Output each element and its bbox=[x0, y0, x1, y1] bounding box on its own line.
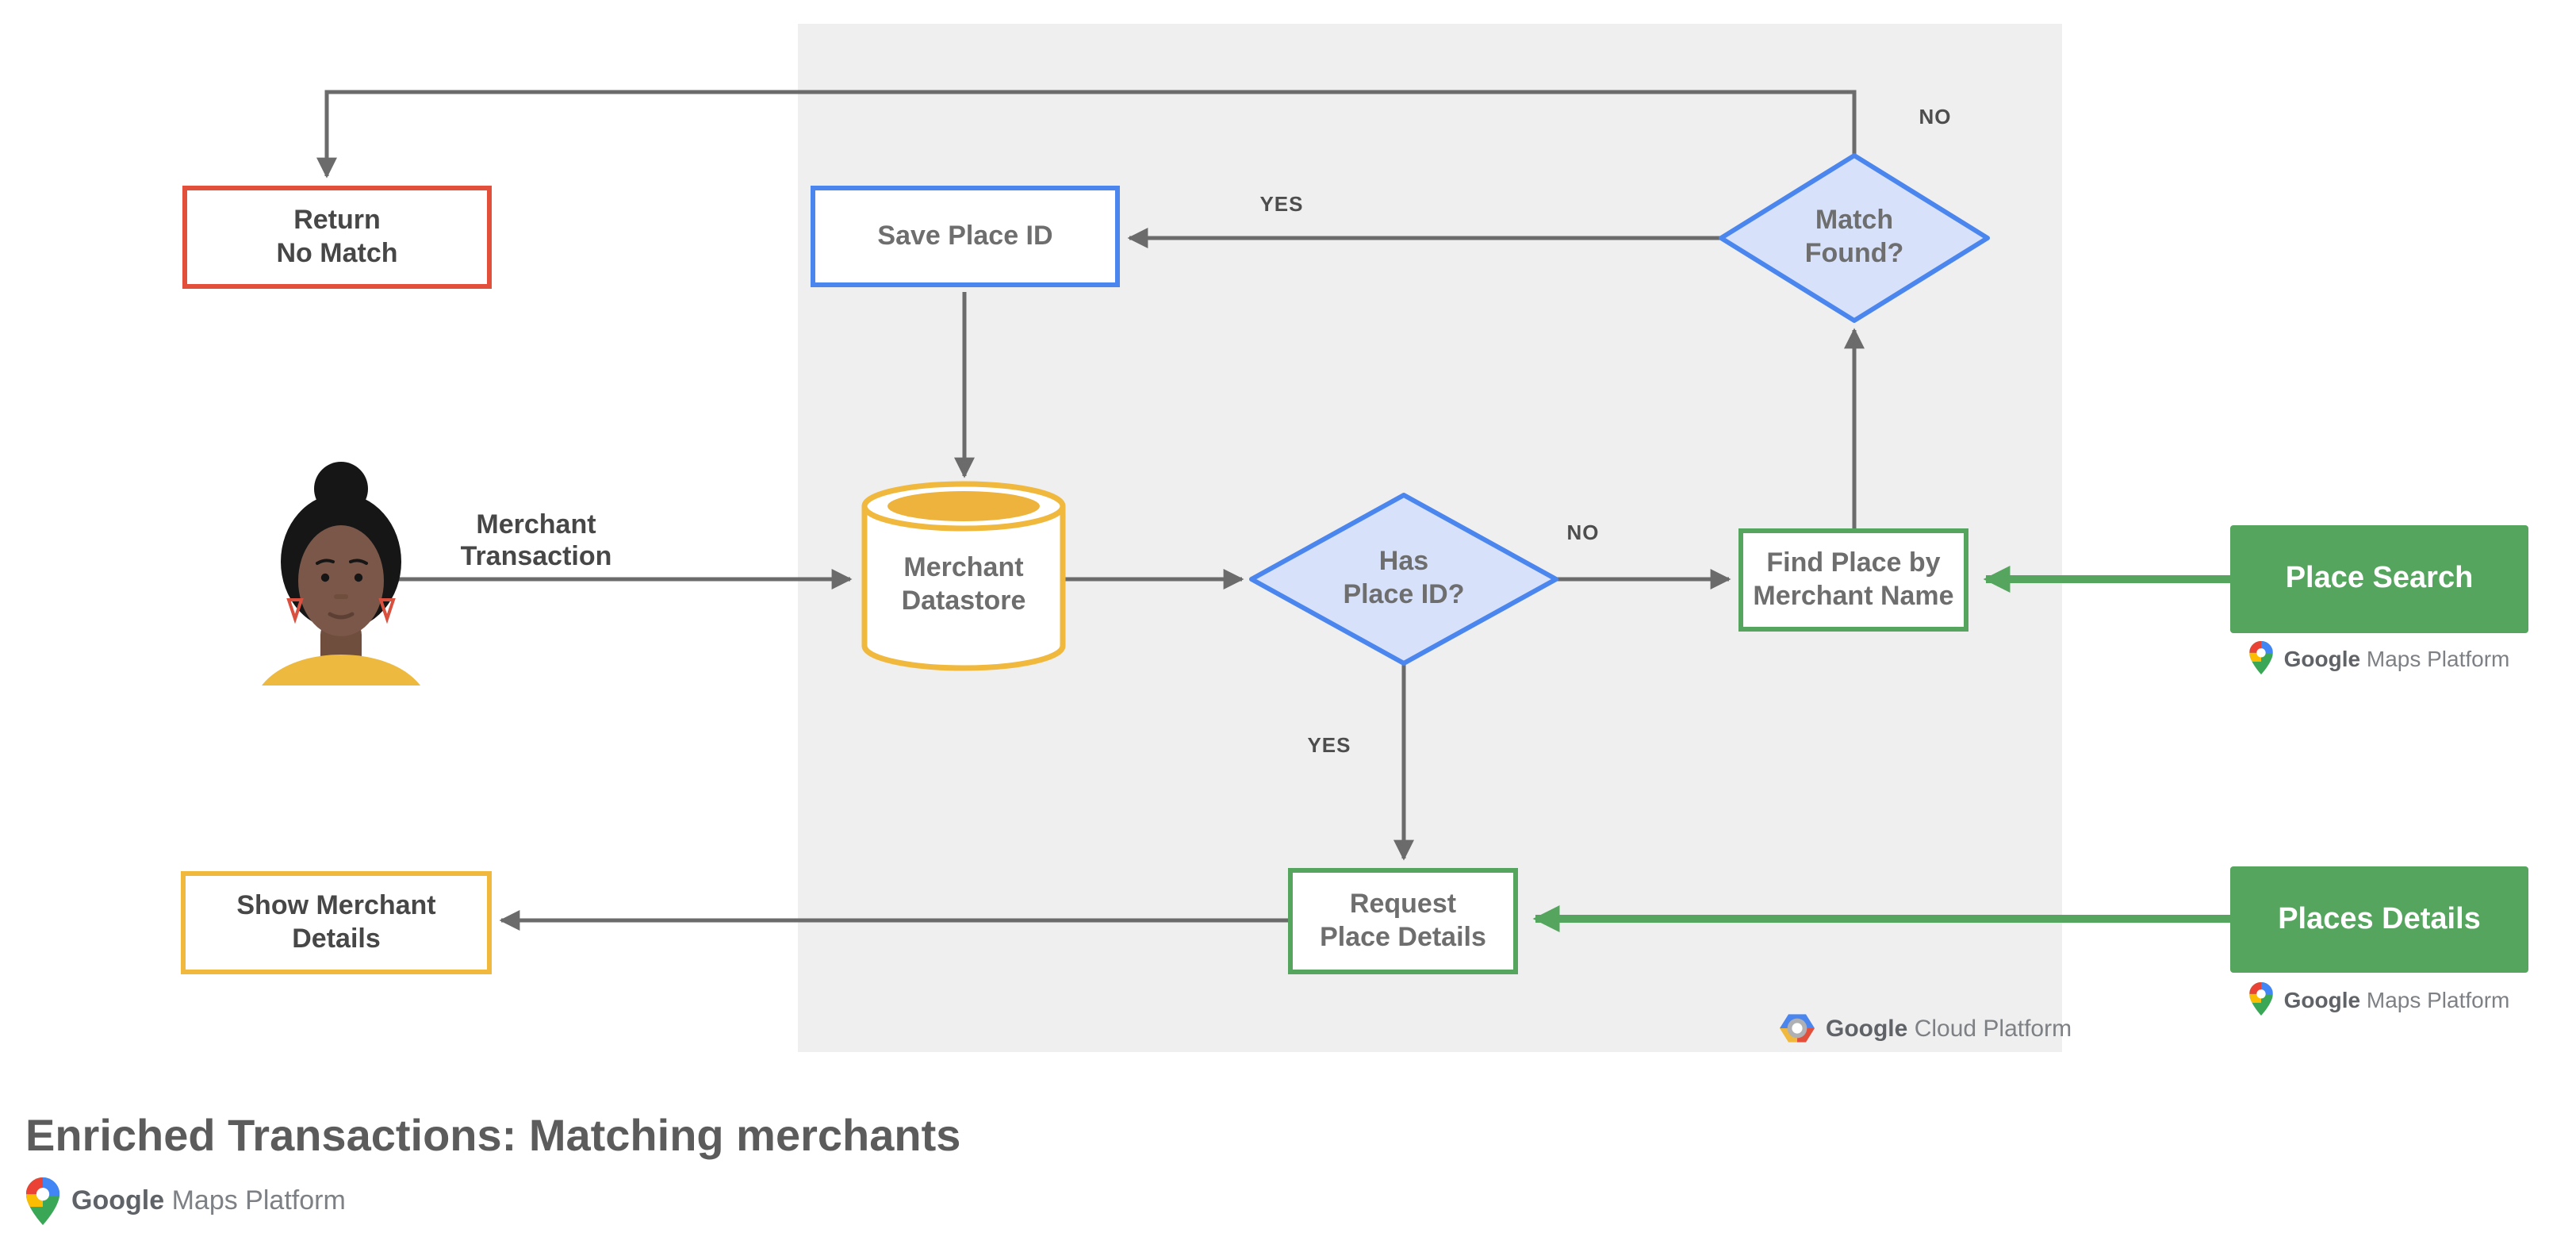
has-place-id-label: Has Place ID? bbox=[1343, 546, 1465, 609]
gcp-logo-rest-text: Cloud Platform bbox=[1914, 1015, 2072, 1042]
gcp-hexagon-icon bbox=[1780, 1014, 1815, 1043]
match-found-label: Match Found? bbox=[1804, 205, 1904, 268]
gcp-logo-google-text: Google bbox=[1826, 1015, 1908, 1042]
maps-pin-icon bbox=[25, 1177, 60, 1225]
node-request-place-details: Request Place Details bbox=[1288, 868, 1518, 974]
gmp-logo-google-text: Google bbox=[71, 1185, 165, 1216]
maps-platform-logo-places-details: Google Maps Platform bbox=[2230, 982, 2528, 1016]
maps-platform-logo-footer: Google Maps Platform bbox=[25, 1177, 346, 1225]
gmp-logo-rest-text: Maps Platform bbox=[2366, 645, 2510, 670]
maps-pin-icon bbox=[2248, 641, 2273, 674]
merchant-datastore-label: Merchant Datastore bbox=[901, 552, 1026, 616]
node-save-place-id: Save Place ID bbox=[811, 186, 1120, 287]
diagram-title: Enriched Transactions: Matching merchant… bbox=[25, 1111, 961, 1160]
gmp-logo-rest-text: Maps Platform bbox=[171, 1185, 346, 1216]
maps-platform-logo-place-search: Google Maps Platform bbox=[2230, 641, 2528, 674]
node-return-no-match: Return No Match bbox=[182, 186, 492, 289]
node-show-merchant-details: Show Merchant Details bbox=[181, 871, 492, 974]
maps-pin-icon bbox=[2248, 982, 2273, 1016]
gmp-logo-rest-text: Maps Platform bbox=[2366, 986, 2510, 1012]
node-place-search-api: Place Search bbox=[2230, 525, 2528, 633]
node-find-place-by-merchant-name: Find Place by Merchant Name bbox=[1738, 528, 1968, 632]
gmp-logo-google-text: Google bbox=[2283, 645, 2361, 670]
google-cloud-platform-logo: Google Cloud Platform bbox=[1780, 1009, 2072, 1047]
match-found-yes-label: YES bbox=[1259, 192, 1304, 216]
node-places-details-api: Places Details bbox=[2230, 866, 2528, 973]
gmp-logo-google-text: Google bbox=[2283, 986, 2361, 1012]
has-place-id-no-label: NO bbox=[1566, 520, 1600, 544]
merchant-transaction-label: Merchant Transaction bbox=[460, 509, 612, 571]
match-found-no-label: NO bbox=[1919, 105, 1952, 129]
has-place-id-yes-label: YES bbox=[1307, 733, 1351, 757]
merchant-user-avatar bbox=[262, 462, 420, 686]
